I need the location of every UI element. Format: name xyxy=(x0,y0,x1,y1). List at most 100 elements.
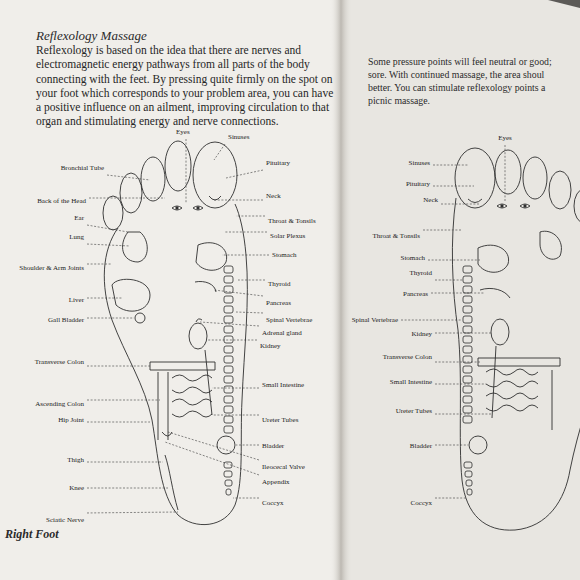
organ-label: Appendix xyxy=(262,478,290,486)
organ-label: Pancreas xyxy=(266,299,291,307)
leader-line xyxy=(225,232,267,233)
leader-line xyxy=(236,445,259,446)
leader-line xyxy=(433,186,474,187)
organ-label: Kidney xyxy=(260,342,281,350)
leader-line xyxy=(236,216,265,217)
leader-line xyxy=(423,230,462,231)
leader-line xyxy=(213,415,259,416)
organ-label: Pituitary xyxy=(266,159,290,167)
leader-line xyxy=(200,322,259,326)
organ-label: Transverse Colon xyxy=(383,353,432,361)
organ-label: Liver xyxy=(69,296,84,304)
leader-line xyxy=(222,255,269,256)
leader-line xyxy=(236,312,263,314)
leader-line xyxy=(87,298,122,299)
leader-line xyxy=(87,225,128,232)
leader-line xyxy=(107,175,150,180)
organ-label: Ascending Colon xyxy=(35,400,84,408)
leader-line xyxy=(435,414,492,415)
organ-label: Coccyx xyxy=(262,499,283,507)
organ-label: Pituitary xyxy=(406,180,430,188)
leader-line xyxy=(87,512,178,514)
body-text: Reflexology is based on the idea that th… xyxy=(36,43,338,129)
organ-label: Ureter Tubes xyxy=(396,407,432,415)
leader-line xyxy=(431,293,484,294)
organ-label: Stomach xyxy=(272,251,297,259)
leader-line xyxy=(428,260,480,261)
leader-line xyxy=(165,442,259,475)
body-text: Some pressure points will feel neutral o… xyxy=(368,56,552,67)
organ-label: Shoulder & Arm Joints xyxy=(19,264,84,272)
organ-label: Hip Joint xyxy=(58,416,84,424)
organ-label: Neck xyxy=(423,196,438,204)
leader-line xyxy=(435,498,467,499)
organ-label: Thyroid xyxy=(409,269,432,277)
leader-line xyxy=(87,318,134,319)
organ-label: Knee xyxy=(69,484,84,492)
leader-line xyxy=(87,462,163,463)
leader-line xyxy=(87,400,160,401)
organ-label: Eyes xyxy=(498,134,512,142)
leader-line xyxy=(87,366,150,367)
body-text: sore. With continued massage, the area s… xyxy=(368,69,544,80)
leader-line xyxy=(87,422,150,423)
organ-label: Bladder xyxy=(410,442,432,450)
organ-label: Thigh xyxy=(67,456,84,464)
organ-label: Stomach xyxy=(401,254,426,262)
organ-label: Eyes xyxy=(176,128,190,136)
organ-label: Pancreas xyxy=(403,290,428,298)
leader-line xyxy=(226,170,263,178)
page-title: Reflexology Massage xyxy=(36,29,147,44)
organ-label: Spinal Vertebrae xyxy=(266,316,312,324)
leader-line xyxy=(435,333,491,334)
organ-label: Ureter Tubes xyxy=(262,416,298,424)
organ-label: Adrenal gland xyxy=(262,329,302,337)
leader-line xyxy=(186,139,187,203)
organ-label: Sinuses xyxy=(228,133,249,141)
organ-label: Solar Plexus xyxy=(270,232,305,240)
organ-label: Gall Bladder xyxy=(48,316,84,324)
body-text: picnic massage. xyxy=(368,95,430,106)
organ-label: Throat & Tonsils xyxy=(268,217,316,225)
organ-label: Sciatic Nerve xyxy=(46,516,84,524)
organ-label: Coccyx xyxy=(411,499,432,507)
leader-line xyxy=(505,145,506,201)
leader-line xyxy=(214,290,263,296)
organ-label: Ileocecal Valve xyxy=(262,463,305,471)
leader-line xyxy=(401,320,462,321)
organ-label: Neck xyxy=(266,192,281,200)
leader-line xyxy=(214,144,225,160)
organ-label: Small Intestine xyxy=(262,381,304,389)
organ-label: Back of the Head xyxy=(37,197,86,205)
organ-label: Kidney xyxy=(411,330,432,338)
organ-label: Bladder xyxy=(262,442,284,450)
leader-line xyxy=(238,280,265,281)
leader-line xyxy=(435,384,486,385)
organ-label: Ear xyxy=(74,214,84,222)
leader-line xyxy=(441,204,480,205)
leader-line xyxy=(214,200,263,201)
leader-line xyxy=(89,198,165,199)
leader-line xyxy=(208,340,257,341)
leader-line xyxy=(435,445,468,446)
organ-label: Lung xyxy=(69,233,84,241)
organ-label: Sinuses xyxy=(409,159,430,167)
leader-line xyxy=(435,280,463,281)
organ-label: Spinal Vertebrae xyxy=(352,316,398,324)
leader-line xyxy=(435,362,480,363)
organ-label: Small Intestine xyxy=(390,378,432,386)
organ-label: Thyroid xyxy=(268,280,291,288)
leader-line xyxy=(87,264,112,265)
leader-line xyxy=(168,432,259,460)
leader-line xyxy=(87,488,168,489)
leader-line xyxy=(87,244,130,246)
body-text: better. You can stimulate reflexology po… xyxy=(368,82,545,93)
leader-line xyxy=(433,165,468,166)
organ-label: Throat & Tonsils xyxy=(372,232,420,240)
organ-label: Transverse Colon xyxy=(35,358,84,366)
organ-label: Bronchial Tube xyxy=(61,164,104,172)
leader-line xyxy=(212,388,259,389)
leader-line xyxy=(233,498,259,499)
foot-caption: Right Foot xyxy=(5,528,59,542)
